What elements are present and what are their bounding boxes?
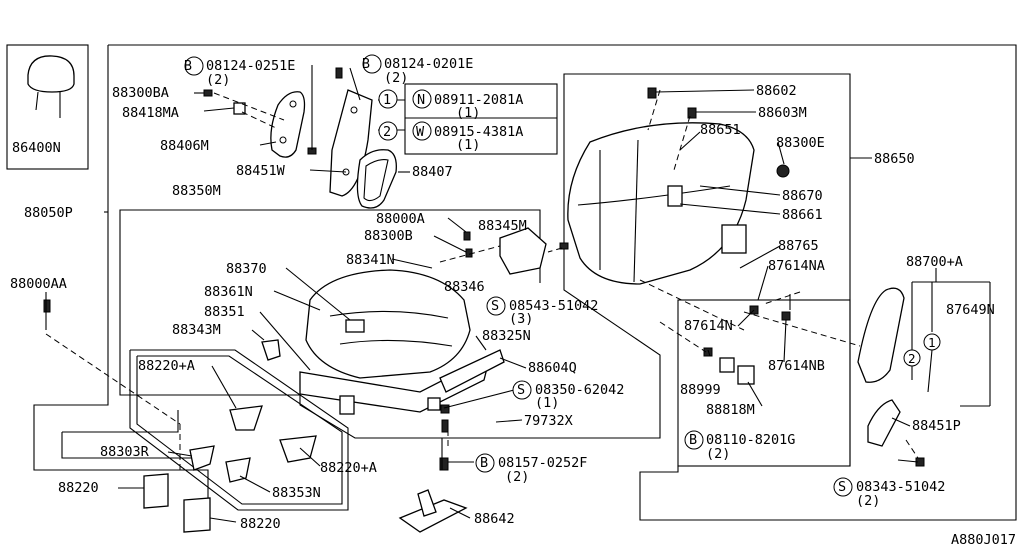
part-88220-2: 88220 <box>240 516 281 532</box>
bolt-b1-prefix: B <box>184 58 192 74</box>
bolt-n1-code: 08911-2081A <box>434 92 523 108</box>
prefix-circles <box>184 54 941 497</box>
seat-back-illustration <box>567 122 755 285</box>
bolt-w1-qty: (1) <box>456 137 480 153</box>
part-88603m: 88603M <box>758 105 807 121</box>
part-87614nb: 87614NB <box>768 358 825 374</box>
bolt-b2-qty: (2) <box>384 70 408 86</box>
anchor-plate-illustration <box>398 489 468 533</box>
part-87649n: 87649N <box>946 302 995 318</box>
arm-detail-box <box>677 299 851 467</box>
part-88345m: 88345M <box>478 218 527 234</box>
bolt-b3-prefix: B <box>480 455 488 471</box>
bracket-box-outer <box>129 349 349 511</box>
main-frame-outline <box>108 44 1017 521</box>
part-88818m: 88818M <box>706 402 755 418</box>
bolt-s3-code: 08343-51042 <box>856 479 945 495</box>
part-88418ma: 88418MA <box>122 105 179 121</box>
side-shield-illustration <box>261 227 547 361</box>
part-88361n: 88361N <box>204 284 253 300</box>
bolt-s3-prefix: S <box>838 479 846 495</box>
hinge-cover-88407 <box>356 149 397 209</box>
bolt-b2-prefix: B <box>362 56 370 72</box>
part-88350m: 88350M <box>172 183 221 199</box>
part-88642: 88642 <box>474 511 515 527</box>
dashed-assembly-lines <box>45 89 919 470</box>
part-88300e: 88300E <box>776 135 825 151</box>
part-88670: 88670 <box>782 188 823 204</box>
part-88651: 88651 <box>700 122 741 138</box>
part-88220-1: 88220 <box>58 480 99 496</box>
rail-frame-b <box>61 432 212 459</box>
part-88351: 88351 <box>204 304 245 320</box>
diagram-code: A880J017 <box>951 532 1016 548</box>
bolt-b4-qty: (2) <box>706 446 730 462</box>
bolt-s2-qty: (1) <box>535 395 559 411</box>
part-88370: 88370 <box>226 261 267 277</box>
marker-2: 2 <box>383 124 391 140</box>
bolt-b4-code: 08110-8201G <box>706 432 795 448</box>
part-88300b: 88300B <box>364 228 413 244</box>
part-88343m: 88343M <box>172 322 221 338</box>
part-88000aa: 88000AA <box>10 276 67 292</box>
part-88407: 88407 <box>412 164 453 180</box>
headrest-box <box>6 44 89 170</box>
bolt-b4-prefix: B <box>689 432 697 448</box>
bolt-w1-code: 08915-4381A <box>434 124 523 140</box>
bolt-b3-qty: (2) <box>505 469 529 485</box>
bolt-s2-prefix: S <box>517 382 525 398</box>
armrest-illustration <box>857 287 905 447</box>
bracket-box-inner <box>136 355 343 505</box>
part-79732x: 79732X <box>524 413 573 429</box>
part-88700a: 88700+A <box>906 254 963 270</box>
rail-bracket-illustrations <box>143 405 317 533</box>
part-87614na: 87614NA <box>768 258 825 274</box>
bolt-s1-code: 08543-51042 <box>509 298 598 314</box>
part-88650: 88650 <box>874 151 915 167</box>
part-88406m: 88406M <box>160 138 209 154</box>
leader-lines <box>45 65 991 523</box>
bolt-w1-prefix: W <box>416 124 425 140</box>
bolt-n1-prefix: N <box>417 92 425 108</box>
marker-1-armrest: 1 <box>928 335 936 350</box>
marker-1: 1 <box>383 92 391 108</box>
part-88353n: 88353N <box>272 485 321 501</box>
part-88604q: 88604Q <box>528 360 577 376</box>
part-88661: 88661 <box>782 207 823 223</box>
bolt-s1-qty: (3) <box>509 311 533 327</box>
bolt-b1-code: 08124-0251E <box>206 58 295 74</box>
part-88451p: 88451P <box>912 418 961 434</box>
part-88765: 88765 <box>778 238 819 254</box>
seat-cushion-illustration <box>299 269 505 415</box>
part-88325n: 88325N <box>482 328 531 344</box>
part-88000a: 88000A <box>376 211 425 227</box>
part-88050p: 88050P <box>24 205 73 221</box>
part-88346: 88346 <box>444 279 485 295</box>
part-86400n: 86400N <box>12 140 61 156</box>
marker-2-armrest: 2 <box>908 351 916 366</box>
part-88303r: 88303R <box>100 444 150 460</box>
headrest-illustration <box>27 55 75 118</box>
bolt-s3-qty: (2) <box>856 493 880 509</box>
part-88451w: 88451W <box>236 163 286 179</box>
bolt-b3-code: 08157-0252F <box>498 455 587 471</box>
note-box <box>404 83 558 155</box>
part-88220a-1: 88220+A <box>138 358 195 374</box>
part-88602: 88602 <box>756 83 797 99</box>
bolt-s2-code: 08350-62042 <box>535 382 624 398</box>
bolt-s1-prefix: S <box>491 298 499 314</box>
outer-left-frame <box>33 45 209 498</box>
part-88999: 88999 <box>680 382 721 398</box>
part-88220a-2: 88220+A <box>320 460 377 476</box>
hinge-cover-88406m <box>270 91 306 158</box>
part-88300ba: 88300BA <box>112 85 169 101</box>
part-88341n: 88341N <box>346 252 395 268</box>
bolt-b1-qty: (2) <box>206 72 230 88</box>
bolt-illustrations <box>43 67 925 471</box>
rail-frame-a <box>62 410 179 433</box>
bolt-b2-code: 08124-0201E <box>384 56 473 72</box>
bolt-n1-qty: (1) <box>456 105 480 121</box>
part-87614n: 87614N <box>684 318 733 334</box>
